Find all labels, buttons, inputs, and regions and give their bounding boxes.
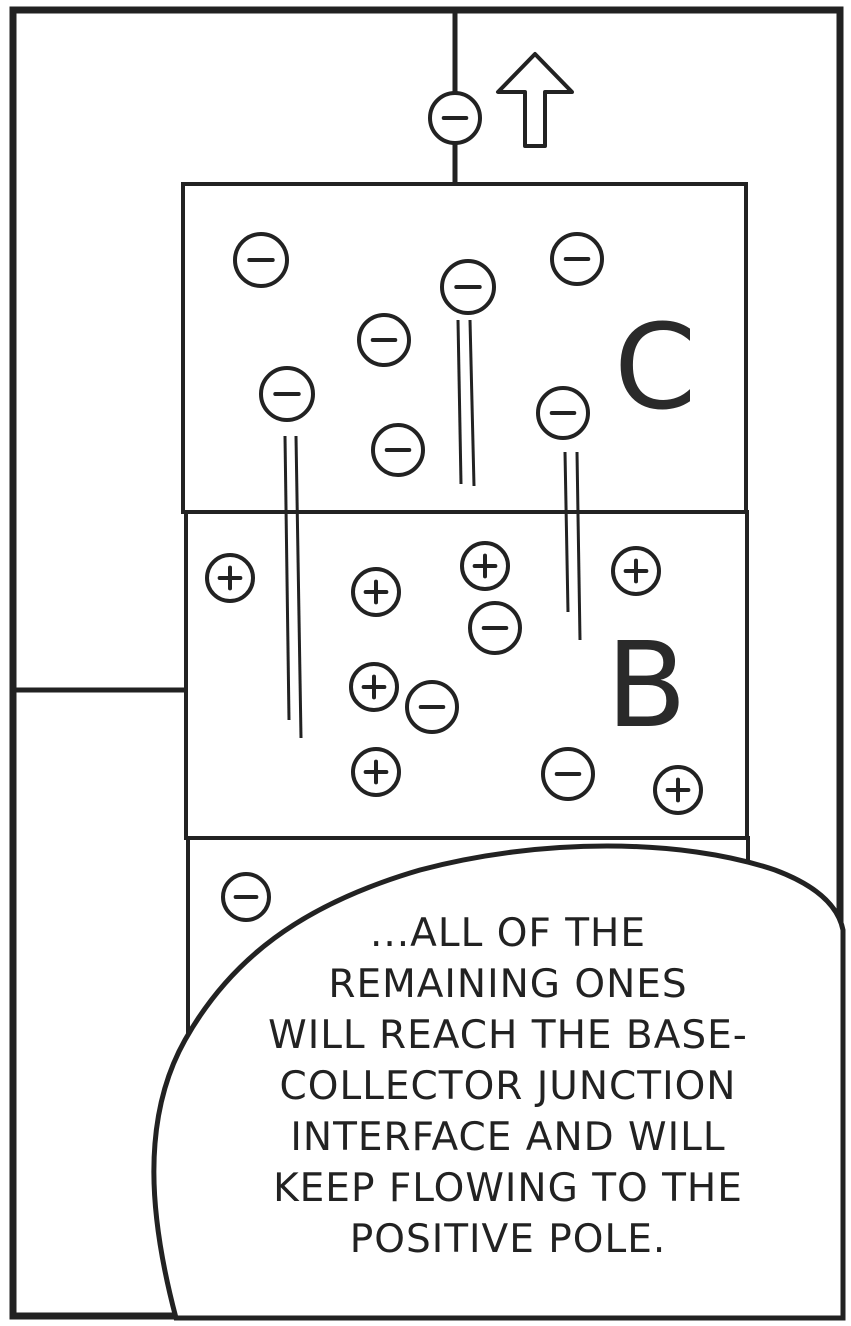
electron-icon [543,749,593,799]
hole-icon [207,555,253,601]
hole-icon [462,543,508,589]
caption-line: POSITIVE POLE. [208,1214,808,1265]
caption-line: WILL REACH THE BASE- [208,1010,808,1061]
base-label: B [606,616,687,754]
caption-line: KEEP FLOWING TO THE [208,1163,808,1214]
electron-icon [407,682,457,732]
electron-icon [359,315,409,365]
hole-icon [613,548,659,594]
electron-icon [373,425,423,475]
caption-line: ...ALL OF THE [208,908,808,959]
electron-icon [442,261,494,313]
electron-icon [552,234,602,284]
electron-icon [538,388,588,438]
hole-icon [353,569,399,615]
caption-line: INTERFACE AND WILL [208,1112,808,1163]
hole-icon [353,749,399,795]
hole-icon [351,664,397,710]
electron-icon [430,93,480,143]
hole-icon [655,767,701,813]
collector-label: C [614,298,696,436]
caption-line: REMAINING ONES [208,959,808,1010]
speech-caption: ...ALL OF THE REMAINING ONES WILL REACH … [208,908,808,1265]
caption-line: COLLECTOR JUNCTION [208,1061,808,1112]
electron-icon [470,603,520,653]
electron-icon [235,234,287,286]
electron-icon [261,368,313,420]
